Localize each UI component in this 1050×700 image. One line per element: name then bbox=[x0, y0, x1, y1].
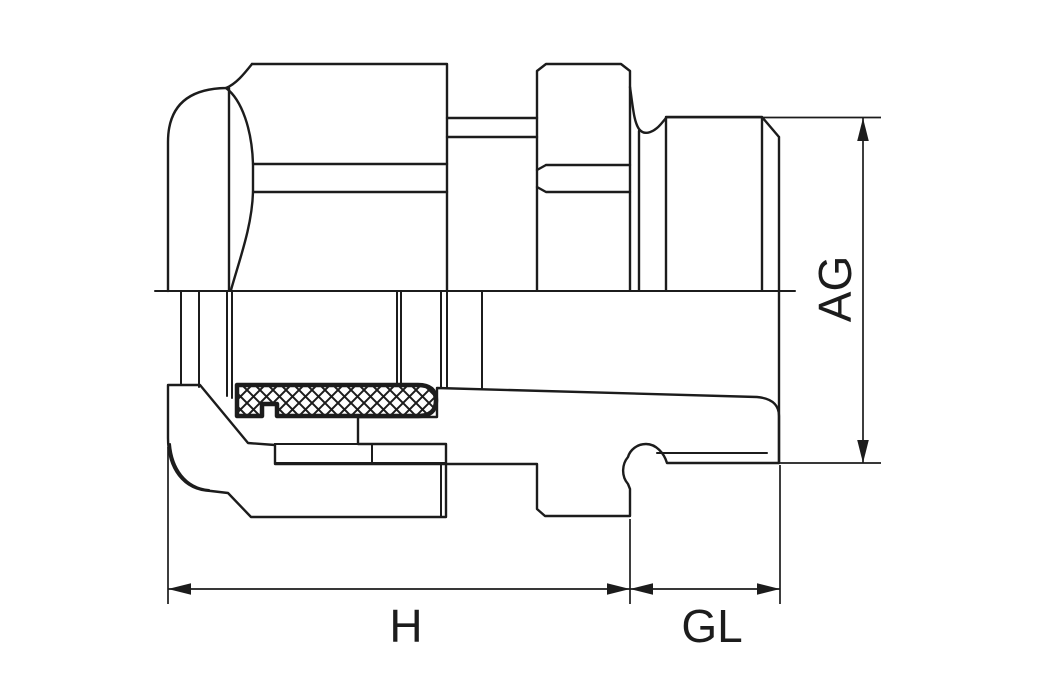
gl-label: GL bbox=[681, 600, 742, 652]
ag-label: AG bbox=[809, 256, 861, 322]
clamp-ring-section bbox=[274, 443, 373, 464]
dimension-gl: GL bbox=[629, 465, 781, 652]
ag-arrowhead-up bbox=[857, 118, 869, 141]
body-hex-outline bbox=[535, 62, 632, 292]
body-hex-facet-lines bbox=[535, 163, 632, 194]
thread-relief-groove bbox=[628, 85, 668, 292]
seal-insert-section bbox=[234, 382, 439, 419]
lower-half-section-view bbox=[166, 290, 781, 519]
cap-dome-outline bbox=[166, 62, 254, 293]
seal-ring-section bbox=[371, 443, 447, 464]
neck-lines bbox=[445, 116, 539, 139]
gl-arrowhead-left bbox=[630, 583, 653, 595]
dimension-ag: AG bbox=[666, 116, 881, 464]
cap-hex-outline bbox=[250, 62, 449, 292]
ag-arrowhead-down bbox=[857, 440, 869, 463]
bore-edge-lines bbox=[180, 290, 483, 399]
dimension-h: H bbox=[167, 447, 630, 652]
cap-hex-facet-lines bbox=[251, 162, 449, 194]
h-arrowhead-left bbox=[168, 583, 191, 595]
h-arrowhead-right bbox=[607, 583, 630, 595]
cap-corner-inner-arc bbox=[169, 443, 210, 491]
h-label: H bbox=[389, 600, 422, 652]
gl-arrowhead-right bbox=[757, 583, 780, 595]
cap-hex-corner-arcs bbox=[224, 86, 255, 292]
dimension-annotations: AG H GL bbox=[167, 116, 881, 652]
body-section bbox=[356, 386, 781, 518]
